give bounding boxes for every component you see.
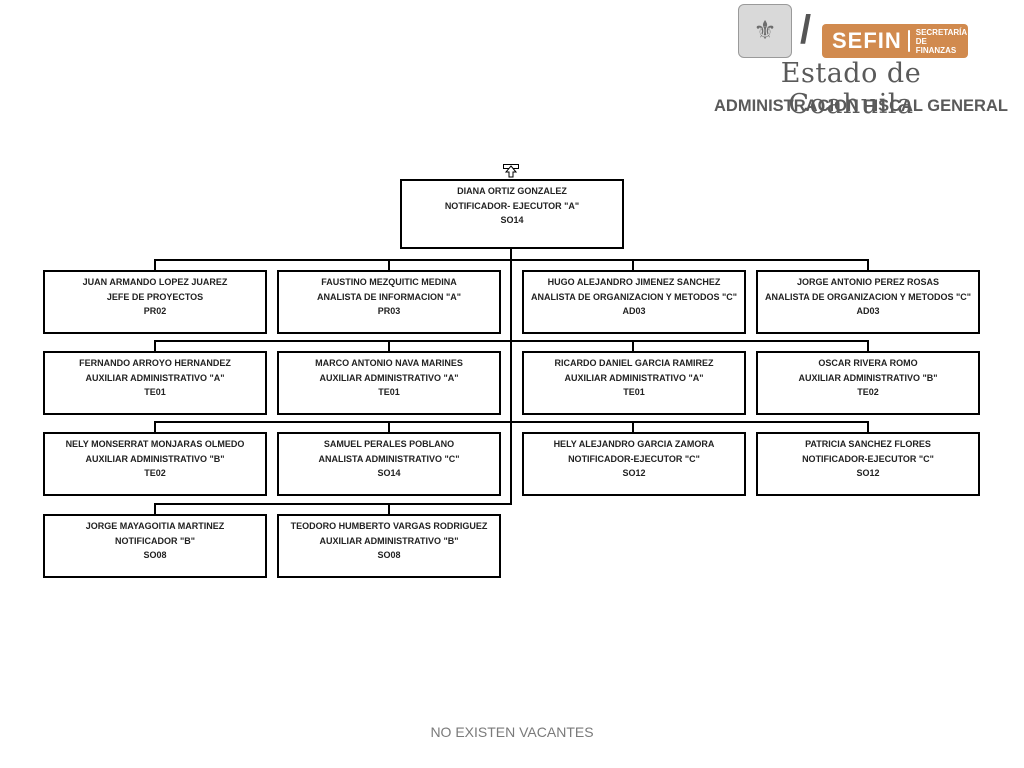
- connector-trunk: [510, 248, 512, 504]
- connector-drop-row1-col4: [867, 259, 869, 271]
- org-node: TEODORO HUMBERTO VARGAS RODRIGUEZ AUXILI…: [277, 514, 501, 578]
- sefin-subtitle: SECRETARÍA DE FINANZAS: [916, 28, 968, 55]
- org-node: SAMUEL PERALES POBLANO ANALISTA ADMINIST…: [277, 432, 501, 496]
- node-code: TE02: [857, 387, 879, 397]
- node-code: PR03: [377, 306, 401, 316]
- connector-drop-row4-col2: [388, 503, 390, 515]
- org-node: HUGO ALEJANDRO JIMENEZ SANCHEZ ANALISTA …: [522, 270, 746, 334]
- org-node: NELY MONSERRAT MONJARAS OLMEDO AUXILIAR …: [43, 432, 267, 496]
- node-name: HUGO ALEJANDRO JIMENEZ SANCHEZ: [547, 277, 721, 287]
- connector-branch-row1: [155, 259, 869, 261]
- node-title: ANALISTA ADMINISTRATIVO "C": [318, 453, 460, 464]
- node-name: RICARDO DANIEL GARCIA RAMIREZ: [554, 358, 714, 368]
- node-code: AD03: [856, 306, 880, 316]
- node-code: TE02: [144, 468, 166, 478]
- org-node: PATRICIA SANCHEZ FLORES NOTIFICADOR-EJEC…: [756, 432, 980, 496]
- connector-branch-row4: [155, 503, 512, 505]
- connector-drop-row4-col1: [154, 503, 156, 515]
- vacancies-note: NO EXISTEN VACANTES: [430, 724, 594, 740]
- sefin-badge: SEFIN SECRETARÍA DE FINANZAS: [822, 24, 968, 58]
- node-name: FAUSTINO MEZQUITIC MEDINA: [321, 277, 457, 287]
- admin-title: ADMINISTRACION FISCAL GENERAL: [714, 97, 1008, 115]
- node-code: TE01: [378, 387, 400, 397]
- node-code: SO08: [377, 550, 401, 560]
- org-node: FERNANDO ARROYO HERNANDEZ AUXILIAR ADMIN…: [43, 351, 267, 415]
- org-node: JUAN ARMANDO LOPEZ JUAREZ JEFE DE PROYEC…: [43, 270, 267, 334]
- node-name: SAMUEL PERALES POBLANO: [323, 439, 455, 449]
- node-title: NOTIFICADOR-EJECUTOR "C": [802, 453, 934, 464]
- node-name: MARCO ANTONIO NAVA MARINES: [315, 358, 463, 368]
- org-node: RICARDO DANIEL GARCIA RAMIREZ AUXILIAR A…: [522, 351, 746, 415]
- org-node: JORGE MAYAGOITIA MARTINEZ NOTIFICADOR "B…: [43, 514, 267, 578]
- node-name: JORGE MAYAGOITIA MARTINEZ: [85, 521, 225, 531]
- connector-drop-row1-col1: [154, 259, 156, 271]
- org-node-head: DIANA ORTIZ GONZALEZ NOTIFICADOR- EJECUT…: [400, 179, 624, 249]
- node-name: JUAN ARMANDO LOPEZ JUAREZ: [82, 277, 228, 287]
- estado-title: Estado de Coahuila: [780, 58, 922, 120]
- node-name: OSCAR RIVERA ROMO: [818, 358, 918, 368]
- node-title: NOTIFICADOR-EJECUTOR "C": [568, 453, 700, 464]
- org-node: OSCAR RIVERA ROMO AUXILIAR ADMINISTRATIV…: [756, 351, 980, 415]
- node-title: JEFE DE PROYECTOS: [106, 291, 204, 302]
- connector-drop-row2-col1: [154, 340, 156, 352]
- logo-slash: /: [800, 8, 812, 52]
- header-logo: ⚜ / SEFIN SECRETARÍA DE FINANZAS Estado …: [714, 0, 1024, 120]
- node-name: JORGE ANTONIO PEREZ ROSAS: [796, 277, 940, 287]
- connector-branch-row2: [155, 340, 869, 342]
- connector-drop-row1-col3: [632, 259, 634, 271]
- state-seal-icon: ⚜: [738, 4, 792, 58]
- connector-drop-row3-col1: [154, 421, 156, 433]
- org-node: FAUSTINO MEZQUITIC MEDINA ANALISTA DE IN…: [277, 270, 501, 334]
- connector-drop-row2-col4: [867, 340, 869, 352]
- node-title: NOTIFICADOR- EJECUTOR "A": [444, 200, 580, 211]
- node-title: ANALISTA DE ORGANIZACION Y METODOS "C": [530, 291, 738, 302]
- node-title: AUXILIAR ADMINISTRATIVO "B": [319, 535, 459, 546]
- node-name: NELY MONSERRAT MONJARAS OLMEDO: [65, 439, 245, 449]
- connector-drop-row3-col2: [388, 421, 390, 433]
- org-node: JORGE ANTONIO PEREZ ROSAS ANALISTA DE OR…: [756, 270, 980, 334]
- org-node: MARCO ANTONIO NAVA MARINES AUXILIAR ADMI…: [277, 351, 501, 415]
- node-code: TE01: [623, 387, 645, 397]
- node-title: AUXILIAR ADMINISTRATIVO "A": [85, 372, 225, 383]
- node-title: AUXILIAR ADMINISTRATIVO "A": [319, 372, 459, 383]
- node-name: TEODORO HUMBERTO VARGAS RODRIGUEZ: [290, 521, 488, 531]
- node-name: DIANA ORTIZ GONZALEZ: [457, 186, 567, 196]
- sefin-separator: [907, 30, 910, 52]
- node-title: NOTIFICADOR "B": [114, 535, 196, 546]
- sefin-sub-line2: DE FINANZAS: [915, 36, 957, 55]
- up-arrow-icon: [503, 164, 519, 178]
- node-title: AUXILIAR ADMINISTRATIVO "B": [85, 453, 225, 464]
- node-code: SO14: [377, 468, 401, 478]
- node-title: AUXILIAR ADMINISTRATIVO "A": [564, 372, 704, 383]
- node-code: SO08: [143, 550, 167, 560]
- sefin-word: SEFIN: [832, 28, 902, 53]
- connector-branch-row3: [155, 421, 869, 423]
- node-code: SO12: [856, 468, 880, 478]
- connector-drop-row1-col2: [388, 259, 390, 271]
- node-code: PR02: [143, 306, 167, 316]
- org-node: HELY ALEJANDRO GARCIA ZAMORA NOTIFICADOR…: [522, 432, 746, 496]
- connector-drop-row2-col3: [632, 340, 634, 352]
- sefin-sub-line1: SECRETARÍA: [915, 27, 968, 37]
- connector-drop-row2-col2: [388, 340, 390, 352]
- connector-drop-row3-col3: [632, 421, 634, 433]
- node-code: AD03: [622, 306, 646, 316]
- node-title: AUXILIAR ADMINISTRATIVO "B": [798, 372, 938, 383]
- node-code: SO14: [500, 215, 524, 225]
- node-name: HELY ALEJANDRO GARCIA ZAMORA: [553, 439, 715, 449]
- node-code: SO12: [622, 468, 646, 478]
- connector-drop-row3-col4: [867, 421, 869, 433]
- node-name: FERNANDO ARROYO HERNANDEZ: [79, 358, 231, 368]
- node-code: TE01: [144, 387, 166, 397]
- node-title: ANALISTA DE INFORMACION "A": [316, 291, 462, 302]
- node-title: ANALISTA DE ORGANIZACION Y METODOS "C": [764, 291, 972, 302]
- node-name: PATRICIA SANCHEZ FLORES: [805, 439, 931, 449]
